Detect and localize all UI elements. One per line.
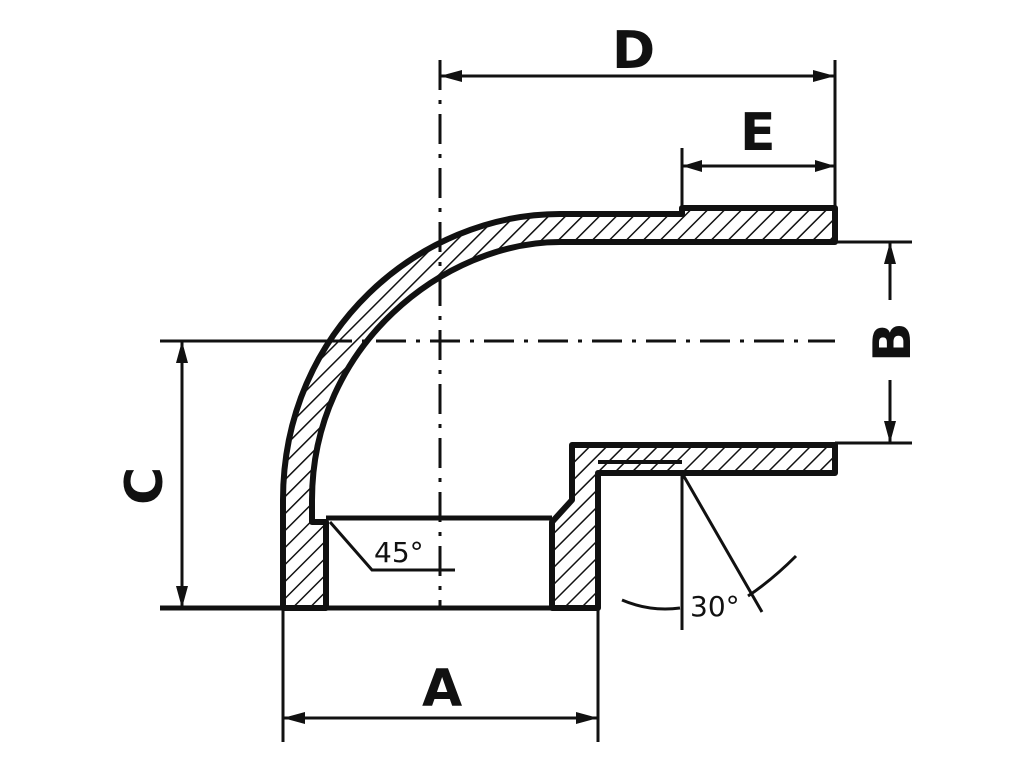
dim-e-arrow-left	[682, 160, 702, 172]
bevel-30-arc-right	[747, 554, 798, 598]
dim-e-arrow-right	[815, 160, 835, 172]
dim-label-b: B	[863, 322, 923, 362]
dim-label-c: C	[115, 467, 175, 505]
angle-label-30: 30°	[690, 590, 740, 623]
dim-label-e: E	[740, 103, 776, 163]
bevel-30-slant-line	[680, 472, 764, 613]
dim-c-arrow-bottom	[176, 586, 188, 608]
socket-right-wall	[549, 442, 838, 611]
dim-c-arrow-top	[176, 341, 188, 363]
chamfer-45-leader	[328, 521, 455, 572]
dim-label-d: D	[612, 21, 655, 81]
dim-a-arrow-left	[283, 712, 305, 724]
dim-b-arrow-bottom	[884, 421, 896, 443]
dim-d-arrow-left	[440, 70, 462, 82]
dim-b-label-gap	[862, 300, 918, 380]
angle-label-45: 45°	[374, 536, 424, 569]
dim-label-a: A	[422, 659, 462, 719]
dim-a-arrow-right	[576, 712, 598, 724]
bevel-30-arc-left	[621, 598, 681, 611]
dim-d-arrow-right	[813, 70, 835, 82]
dim-b-arrow-top	[884, 242, 896, 264]
